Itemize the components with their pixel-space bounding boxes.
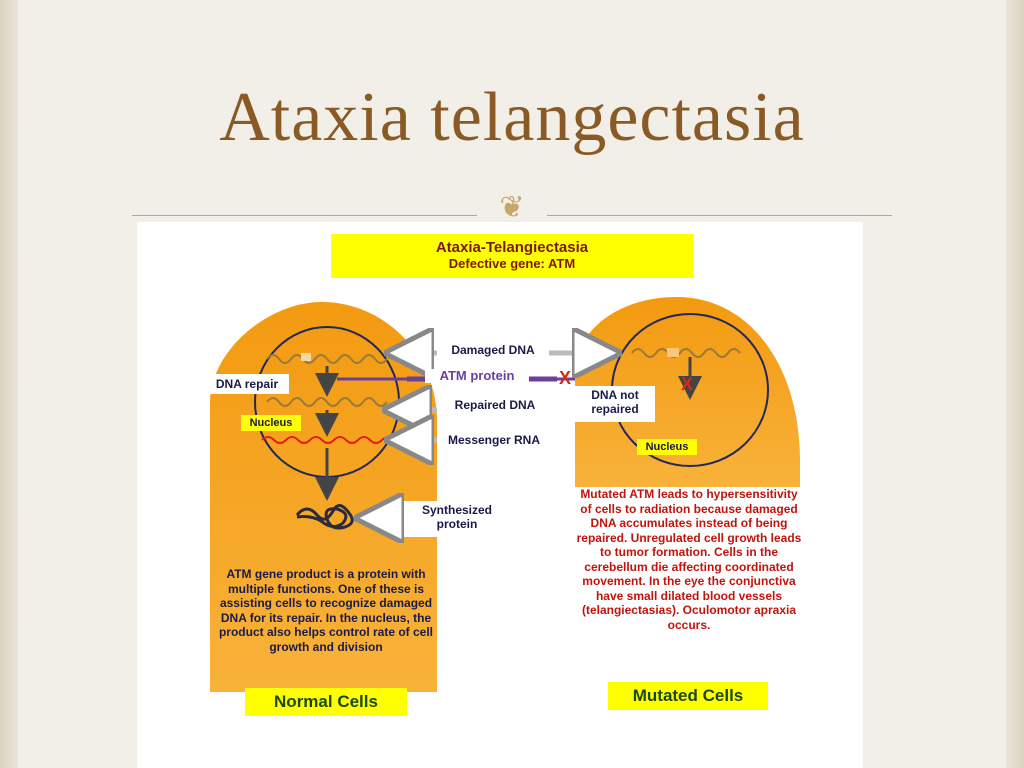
nucleus-label-normal: Nucleus <box>241 415 301 431</box>
dna-repair-label: DNA repair <box>205 374 289 394</box>
synthesized-protein-label: Synthesized protein <box>404 501 510 537</box>
atm-protein-label: ATM protein <box>425 369 529 383</box>
normal-cells-description: ATM gene product is a protein with multi… <box>218 567 434 654</box>
mutated-cells-description: Mutated ATM leads to hypersensitivity of… <box>576 487 802 632</box>
normal-cells-label: Normal Cells <box>245 688 407 716</box>
x-mark-right: X <box>680 374 693 394</box>
messenger-rna <box>261 436 395 444</box>
left-decor-bar <box>0 0 18 768</box>
slide-title: Ataxia telangectasia <box>219 79 805 156</box>
ornament-icon: ❦ <box>477 190 547 226</box>
right-decor-bar <box>1006 0 1024 768</box>
repaired-dna <box>266 397 388 407</box>
messenger-rna-label: Messenger RNA <box>439 433 549 447</box>
damaged-dna-label: Damaged DNA <box>439 343 547 357</box>
diagram-drawing <box>210 297 800 692</box>
mutated-damaged-dna <box>631 348 741 358</box>
synthesized-protein-shape <box>295 504 354 530</box>
figure-subtitle: Defective gene: ATM <box>448 256 576 271</box>
mutated-cells-label: Mutated Cells <box>608 682 768 710</box>
repaired-dna-label: Repaired DNA <box>445 398 545 412</box>
figure-title: Ataxia-Telangiectasia <box>435 239 589 256</box>
diagram-figure: Ataxia-Telangiectasia Defective gene: AT… <box>137 222 863 768</box>
normal-damaged-dna <box>266 354 388 364</box>
x-mark-center: X <box>558 368 571 388</box>
dna-not-repaired-label: DNA not repaired <box>575 386 655 422</box>
figure-title-box: Ataxia-Telangiectasia Defective gene: AT… <box>331 234 693 278</box>
nucleus-label-mutated: Nucleus <box>637 439 697 455</box>
